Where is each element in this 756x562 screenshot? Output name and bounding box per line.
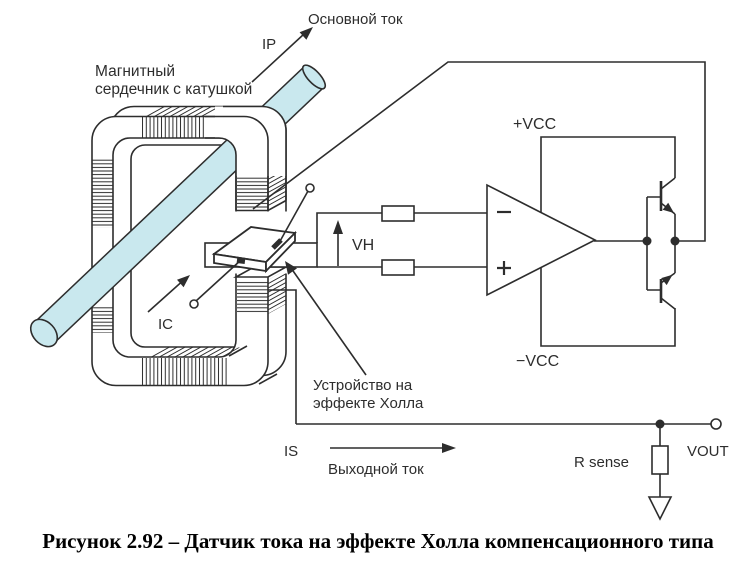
ic-arrow-head: [177, 275, 190, 288]
annotation-arrows: [147, 27, 674, 453]
hall-pointer-head: [285, 261, 297, 275]
ip-arrow-head: [299, 27, 313, 40]
control-current-leads: [195, 190, 309, 302]
label-output-current: Выходной ток: [328, 461, 424, 478]
winding-bottom: [140, 358, 227, 385]
winding-right-lower: [237, 280, 268, 314]
hall-device: [195, 190, 318, 302]
label-hall-device-line1: Устройство на: [313, 377, 413, 394]
label-vcc-plus: +VCC: [513, 116, 556, 133]
input-resistor-upper: [381, 205, 415, 222]
wire-coil-return: [268, 289, 297, 424]
tube-end-cap-upper: [301, 64, 327, 90]
winding-right-upper-wrap: [268, 166, 286, 209]
vout-terminal: [710, 418, 722, 430]
transistor-lower-emitter-arrow: [661, 274, 673, 286]
junction-bases: [642, 236, 652, 246]
winding-left-lower: [92, 307, 113, 333]
winding-bottom-wrap: [145, 347, 240, 358]
core-windings: [92, 106, 286, 385]
opamp-triangle: [486, 183, 597, 297]
r-sense-resistor: [651, 445, 669, 475]
label-main-current: Основной ток: [308, 11, 403, 28]
corner-outlines: [205, 105, 287, 211]
wire-vcc-plus: [540, 136, 676, 212]
diagram-labels: Основной ток IP Магнитный сердечник с ка…: [95, 11, 729, 478]
vh-arrow-head: [333, 220, 343, 234]
core-front-of-tube: [205, 105, 287, 211]
label-hall-device-line2: эффекте Холла: [313, 395, 424, 412]
winding-top: [142, 117, 205, 138]
label-vh: VH: [352, 237, 374, 254]
ground-icon: [647, 496, 673, 521]
label-vout: VOUT: [687, 443, 729, 460]
label-core-line2: сердечник с катушкой: [95, 81, 252, 98]
ic-arrow-shaft: [147, 277, 187, 313]
wire-feedback-to-coil: [252, 61, 706, 242]
terminals: [189, 183, 722, 430]
circuit: [252, 61, 711, 521]
ip-arrow-shaft: [251, 33, 305, 83]
input-resistor-lower: [381, 259, 415, 276]
label-r-sense: R sense: [574, 454, 629, 471]
junction-vout: [655, 419, 665, 429]
hall-pointer-shaft: [290, 267, 367, 376]
winding-right-upper: [237, 176, 268, 209]
wire-hall-upper: [316, 212, 487, 243]
hall-chip-right-face: [265, 230, 296, 274]
wire-vcc-minus: [540, 268, 676, 347]
winding-top-wrap: [142, 106, 223, 117]
label-is: IS: [284, 443, 298, 460]
junction-emitters: [670, 236, 680, 246]
label-core-line1: Магнитный: [95, 63, 175, 80]
figure-caption: Рисунок 2.92 – Датчик тока на эффекте Хо…: [42, 529, 714, 553]
tube-end-cap-lower: [29, 318, 59, 348]
diagram-linework: [29, 27, 722, 521]
winding-left-upper: [92, 158, 113, 228]
control-terminal-upper: [305, 183, 315, 193]
is-arrow-head: [442, 443, 456, 453]
winding-right-lower-wrap: [268, 270, 286, 314]
core-depth-edges: [228, 345, 278, 385]
label-vcc-minus: −VCC: [516, 353, 559, 370]
opamp-plus-input-icon: [497, 261, 511, 275]
control-terminal-lower: [189, 299, 199, 309]
transistor-upper-emitter-arrow: [662, 202, 674, 213]
label-ic: IC: [158, 316, 173, 333]
label-ip: IP: [262, 36, 276, 53]
